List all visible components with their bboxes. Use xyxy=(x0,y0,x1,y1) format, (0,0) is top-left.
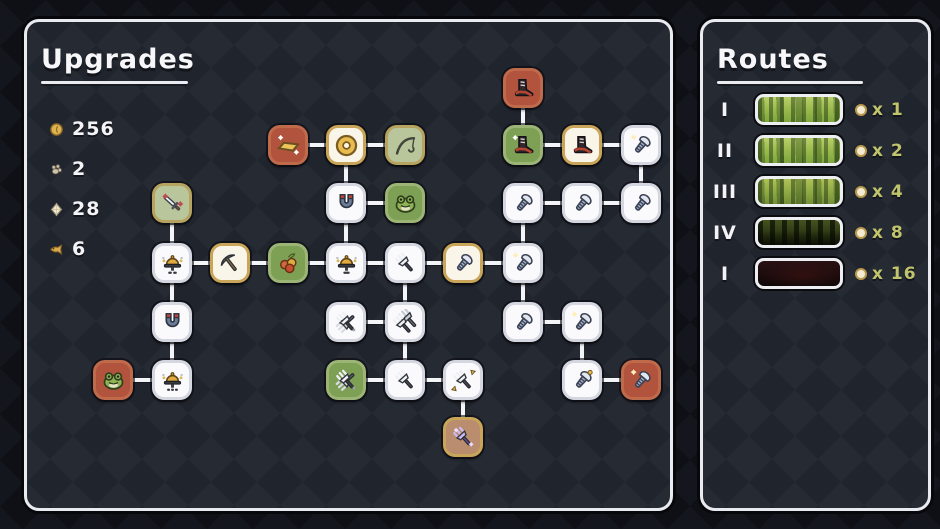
paw-icon xyxy=(48,161,65,178)
route-cost-multiplier: x 4 xyxy=(872,181,904,202)
route-row[interactable]: II x 2 xyxy=(707,130,924,171)
upgrade-node-screw[interactable] xyxy=(503,183,543,223)
upgrade-node-boot-sparkle[interactable] xyxy=(503,125,543,165)
upgrade-node-magnet[interactable] xyxy=(326,183,366,223)
route-thumbnail[interactable] xyxy=(755,94,843,125)
route-numeral: I xyxy=(720,262,730,285)
upgrade-node-frog[interactable] xyxy=(385,183,425,223)
upgrade-node-screw-star[interactable] xyxy=(503,243,543,283)
fish-icon xyxy=(48,241,65,258)
route-numeral: III xyxy=(712,180,738,203)
upgrade-node-boot[interactable] xyxy=(503,68,543,108)
route-row[interactable]: III x 4 xyxy=(707,171,924,212)
upgrade-node-screw[interactable] xyxy=(443,243,483,283)
upgrade-node-crossed-forks[interactable] xyxy=(326,360,366,400)
upgrade-node-screw-star[interactable] xyxy=(562,302,602,342)
upgrade-node-frog[interactable] xyxy=(93,360,133,400)
upgrades-header: Upgrades xyxy=(41,44,195,84)
upgrade-node-sword[interactable] xyxy=(152,183,192,223)
upgrade-node-gold-bar[interactable] xyxy=(268,125,308,165)
route-cost: x 1 xyxy=(855,100,904,120)
route-cost: x 2 xyxy=(855,141,904,161)
route-numeral: I xyxy=(720,98,730,121)
currency-value: 2 xyxy=(72,158,87,180)
gem-icon xyxy=(48,201,65,218)
route-cost: x 8 xyxy=(855,223,904,243)
upgrade-node-bell-1[interactable] xyxy=(326,243,366,283)
upgrade-node-screw-dot[interactable] xyxy=(562,360,602,400)
upgrade-node-bell-2[interactable] xyxy=(152,243,192,283)
upgrades-title: Upgrades xyxy=(41,44,195,75)
currency-row: 28 xyxy=(48,189,115,229)
currency-row: 2 xyxy=(48,149,115,189)
upgrade-node-boot[interactable] xyxy=(562,125,602,165)
upgrade-node-purple-fork[interactable] xyxy=(443,417,483,457)
currency-value: 6 xyxy=(72,238,87,260)
route-thumbnail[interactable] xyxy=(755,258,843,289)
route-row[interactable]: IV x 8 xyxy=(707,212,924,253)
routes-header: Routes xyxy=(717,44,863,84)
upgrade-node-bell-3[interactable] xyxy=(152,360,192,400)
upgrade-node-fishing-rod[interactable] xyxy=(385,125,425,165)
route-thumbnail[interactable] xyxy=(755,176,843,207)
route-cost: x 16 xyxy=(855,264,917,284)
upgrade-node-pickaxe[interactable] xyxy=(210,243,250,283)
upgrade-node-berries[interactable] xyxy=(268,243,308,283)
coin-icon xyxy=(855,103,867,116)
title-underline xyxy=(41,81,188,84)
upgrade-node-screw[interactable] xyxy=(503,302,543,342)
upgrade-node-coin[interactable] xyxy=(326,125,366,165)
routes-title: Routes xyxy=(717,44,829,75)
route-cost-multiplier: x 8 xyxy=(872,222,904,243)
coin-icon xyxy=(855,267,867,280)
title-underline xyxy=(717,81,863,84)
coin-icon xyxy=(855,185,867,198)
upgrade-node-crossed-forks[interactable] xyxy=(326,302,366,342)
route-numeral: II xyxy=(716,139,734,162)
currency-row: 6 xyxy=(48,229,115,269)
upgrade-node-screw-star[interactable] xyxy=(621,360,661,400)
route-numeral: IV xyxy=(713,221,737,244)
upgrade-node-double-fork[interactable] xyxy=(385,302,425,342)
route-cost-multiplier: x 2 xyxy=(872,140,904,161)
route-thumbnail[interactable] xyxy=(755,135,843,166)
upgrade-node-screw[interactable] xyxy=(562,183,602,223)
upgrade-node-fork-triangles[interactable] xyxy=(443,360,483,400)
upgrade-node-magnet[interactable] xyxy=(152,302,192,342)
upgrade-node-fork[interactable] xyxy=(385,360,425,400)
coin-icon xyxy=(855,226,867,239)
currency-value: 28 xyxy=(72,198,101,220)
currency-list: 256 2 28 6 xyxy=(48,109,115,269)
coin-icon xyxy=(855,144,867,157)
upgrade-node-fork[interactable] xyxy=(385,243,425,283)
currency-row: 256 xyxy=(48,109,115,149)
currency-value: 256 xyxy=(72,118,115,140)
upgrade-node-screw[interactable] xyxy=(621,183,661,223)
coin-icon xyxy=(48,121,65,138)
route-thumbnail[interactable] xyxy=(755,217,843,248)
route-cost: x 4 xyxy=(855,182,904,202)
upgrade-node-screw-star[interactable] xyxy=(621,125,661,165)
route-cost-multiplier: x 16 xyxy=(872,263,917,284)
route-cost-multiplier: x 1 xyxy=(872,99,904,120)
